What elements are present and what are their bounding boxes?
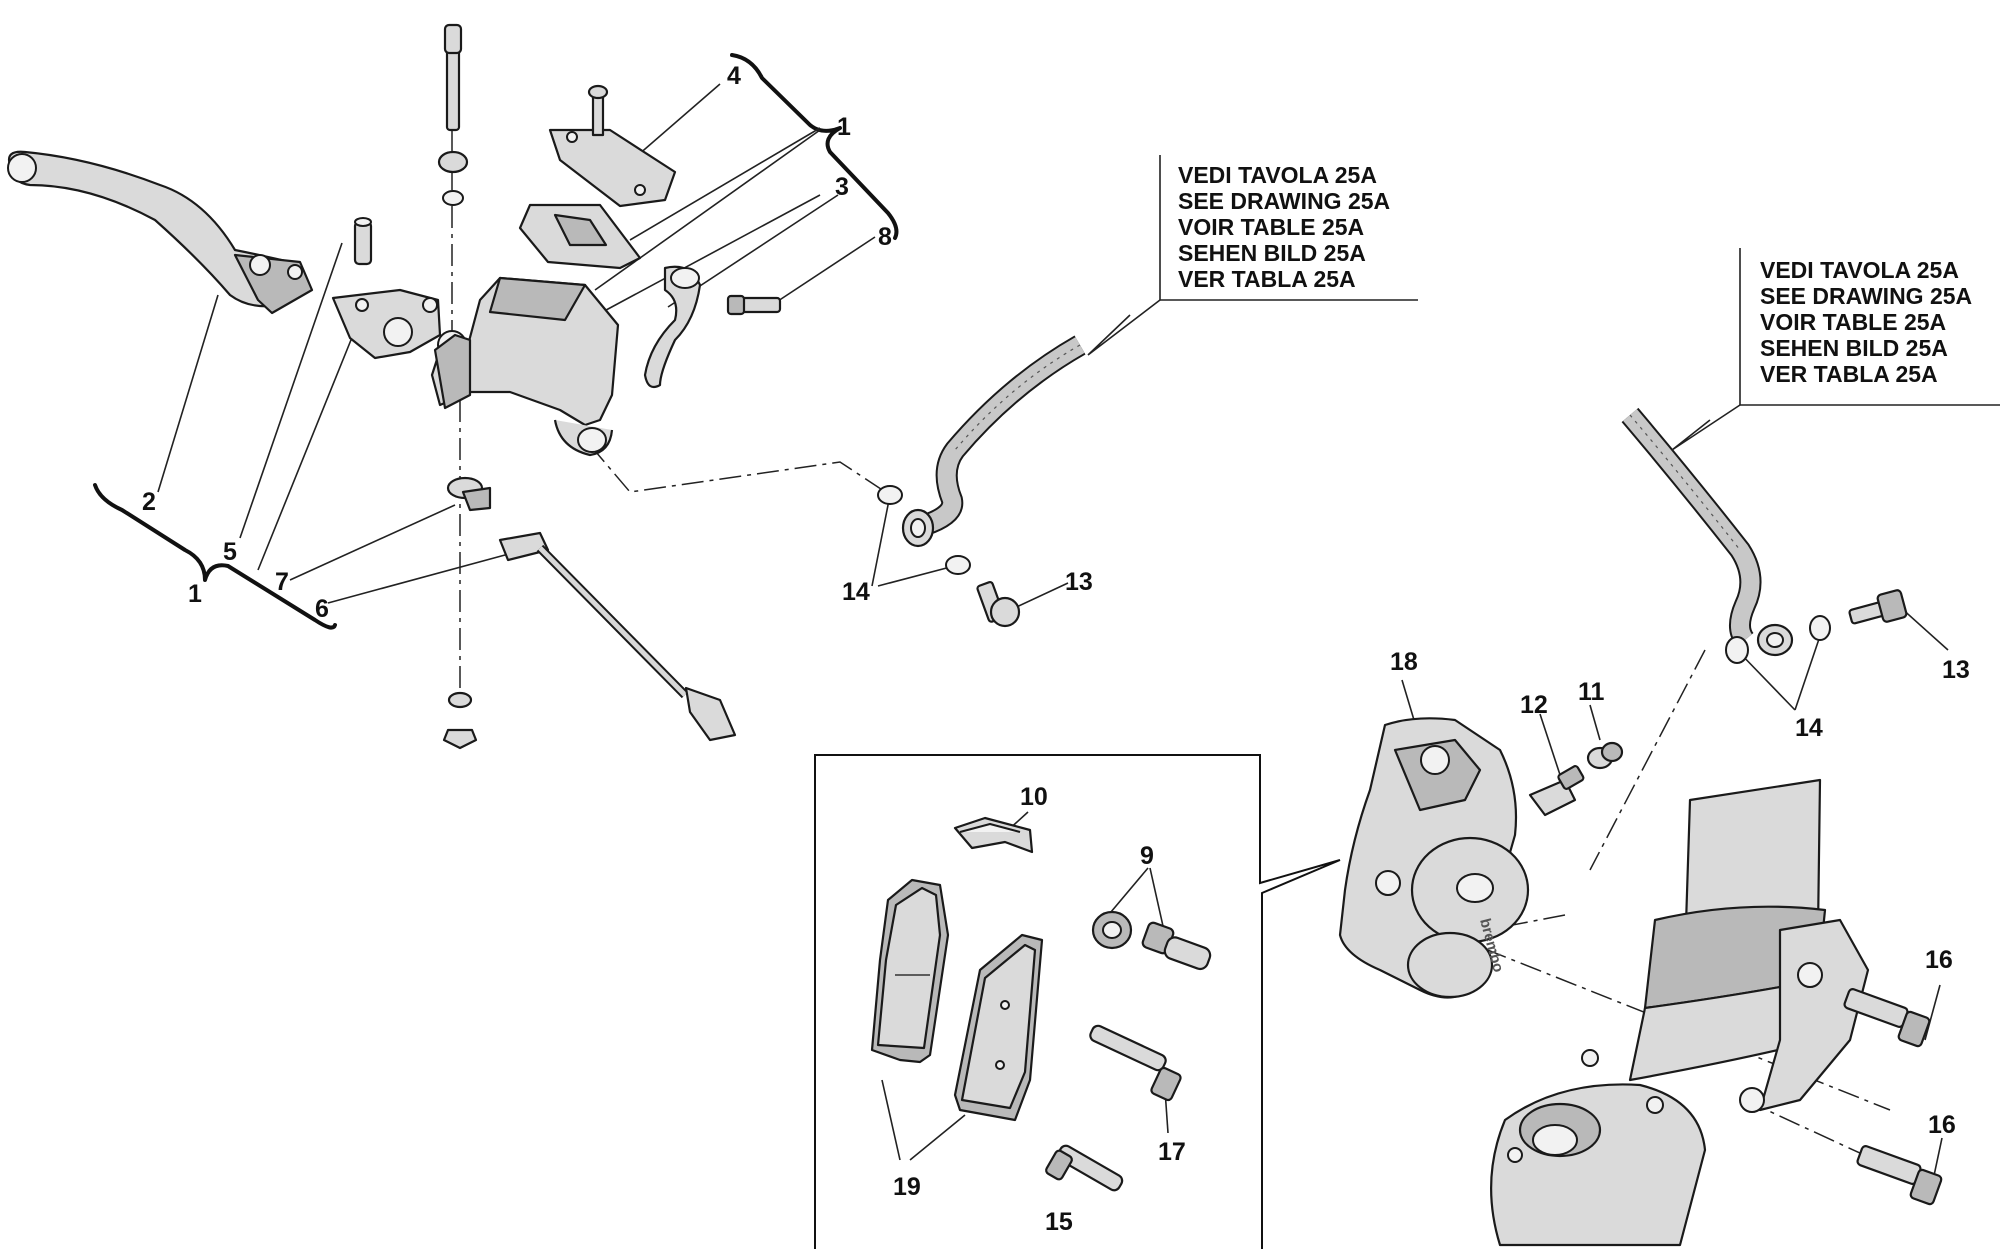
brake-pad-rear [953,933,1044,1122]
callout-7: 7 [275,568,289,596]
callout-13-left: 13 [1065,568,1093,596]
brake-caliper: brembo [1338,717,1530,999]
callout-17: 17 [1158,1138,1186,1166]
callout-11: 11 [1578,678,1605,706]
bottom-nuts [442,691,478,750]
boot-seal [446,476,492,512]
callout-6: 6 [315,595,329,623]
fork-leg [1490,778,1870,1247]
inset-frame [814,754,1341,1249]
callout-5: 5 [223,538,237,566]
callout-9: 9 [1140,842,1154,870]
ref-left-line-5: VER TABLA 25A [1178,266,1356,292]
ref-left-line-1: VEDI TAVOLA 25A [1178,162,1377,188]
ref-right-line-4: SEHEN BILD 25A [1760,335,1948,361]
caliper-bolt-upper [1843,988,1931,1048]
caliper-bolt-lower [1856,1145,1943,1206]
cap-screw [587,84,609,137]
brake-hose-right [1621,407,1831,664]
clamp-half [643,265,702,389]
lever-pivot-bracket [331,288,442,360]
callout-1-lower: 1 [188,580,202,608]
brake-hose-left [877,335,1086,575]
ref-right-line-5: VER TABLA 25A [1760,361,1938,387]
callout-4: 4 [727,62,741,90]
ref-right-line-3: VOIR TABLE 25A [1760,309,1946,335]
ref-right-line-2: SEE DRAWING 25A [1760,283,1972,309]
callout-labels: 1 1 2 3 4 5 6 7 8 9 10 11 12 13 13 14 14… [142,62,1970,1236]
ref-left-line-4: SEHEN BILD 25A [1178,240,1366,266]
lever-pin [353,217,373,266]
reservoir-cap [548,128,677,208]
callout-14-right: 14 [1795,714,1823,742]
bleed-cap [1586,741,1624,770]
guide-pin-short [1045,1144,1124,1192]
ref-left-line-2: SEE DRAWING 25A [1178,188,1390,214]
callout-19: 19 [893,1173,921,1201]
callout-18: 18 [1390,648,1418,676]
reference-note-right: VEDI TAVOLA 25A SEE DRAWING 25A VOIR TAB… [1671,248,2000,451]
banjo-bolt-right [1848,589,1908,625]
pad-spring [953,816,1034,854]
master-cylinder-body [430,276,620,457]
banjo-bolt-left [976,581,1021,628]
ref-right-line-1: VEDI TAVOLA 25A [1760,257,1959,283]
callout-13-right: 13 [1942,656,1970,684]
callout-2: 2 [142,488,156,516]
callout-3: 3 [835,173,849,201]
brake-lever [7,150,314,315]
reservoir-diaphragm [518,203,642,270]
callout-12: 12 [1520,691,1548,719]
reference-note-left: VEDI TAVOLA 25A SEE DRAWING 25A VOIR TAB… [1087,155,1418,356]
assembly-brace-lower [93,483,337,630]
ref-left-line-3: VOIR TABLE 25A [1178,214,1364,240]
callout-16-lower: 16 [1928,1111,1956,1139]
callout-10: 10 [1020,783,1048,811]
clamp-screw [726,294,782,316]
callout-8: 8 [878,223,892,251]
callout-15: 15 [1045,1208,1073,1236]
callout-14-left: 14 [842,578,870,606]
top-bolt-stack [437,23,469,206]
callout-1-upper: 1 [837,113,851,141]
callout-16-upper: 16 [1925,946,1953,974]
guide-pin-long [1089,1024,1182,1102]
pad-pin-plug [1091,910,1133,950]
brake-light-switch [498,531,737,742]
assembly-brace-upper [730,53,899,240]
pad-pin [1141,921,1212,971]
bleed-screw [1528,765,1585,817]
brake-pad-front [870,878,950,1064]
